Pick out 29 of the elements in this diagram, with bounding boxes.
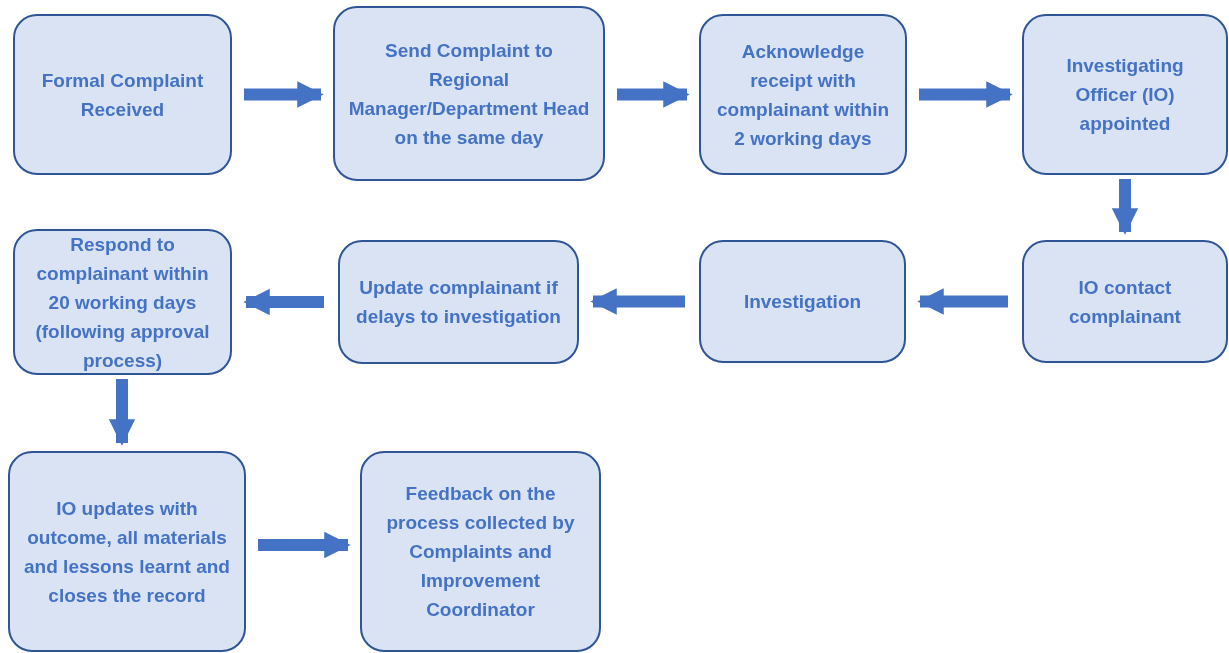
- block-arrow: [258, 531, 351, 559]
- process-box: [699, 14, 907, 175]
- step-text: Send Complaint to Regional Manager/Department Head on the same day: [347, 38, 591, 150]
- block-arrow: [108, 379, 136, 446]
- process-box: [333, 6, 605, 181]
- process-box: [360, 451, 601, 652]
- process-box: [338, 240, 579, 364]
- block-arrow: [590, 288, 685, 315]
- block-arrow: [617, 81, 690, 108]
- block-arrow: [1111, 179, 1139, 235]
- process-box: [8, 451, 246, 652]
- process-box: [1022, 14, 1228, 175]
- block-arrow: [919, 81, 1013, 108]
- step-text: Formal Complaint Received: [40, 68, 205, 122]
- process-box: [13, 14, 232, 175]
- process-box: [699, 240, 906, 363]
- block-arrow: [243, 288, 324, 316]
- step-text: Respond to complainant within 20 working days (following approval process): [34, 232, 211, 373]
- step-text: Investigating Officer (IO) appointed: [1065, 54, 1185, 136]
- step-text: IO updates with outcome, all materials and lessons learnt and closes the record: [23, 496, 231, 608]
- step-text: Acknowledge receipt with complainant within 2 working days: [715, 39, 891, 151]
- step-text: IO contact complainant: [1068, 275, 1182, 329]
- step-text: Investigation: [743, 290, 862, 314]
- step-text: Update complainant if delays to investigation: [355, 276, 562, 329]
- process-box: [13, 229, 232, 375]
- block-arrow: [244, 81, 324, 108]
- block-arrow: [917, 288, 1008, 315]
- step-text: Feedback on the process collected by Complaints and Improvement Coordinator: [385, 482, 576, 622]
- process-box: [1022, 240, 1228, 363]
